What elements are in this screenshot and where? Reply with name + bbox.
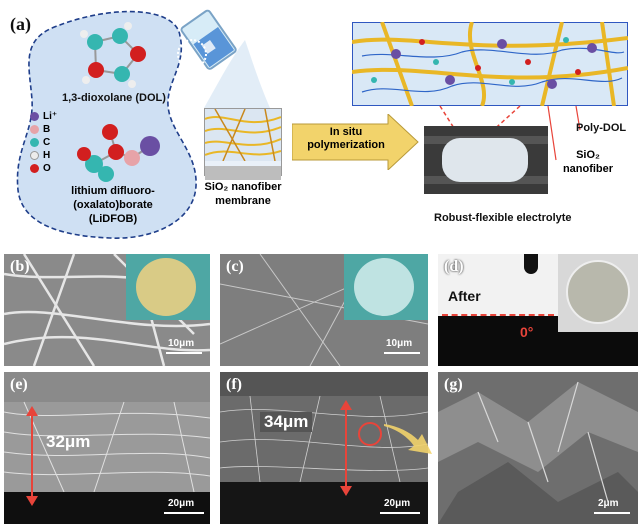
legend-b-label: B — [43, 124, 51, 135]
panel-c-inset — [344, 254, 428, 320]
panel-b-scalebar — [166, 352, 202, 354]
panel-e-letter: (e) — [10, 376, 28, 393]
panel-b-disc — [136, 258, 196, 316]
panel-c-letter: (c) — [226, 258, 244, 275]
panel-e: (e) 32μm 20μm — [4, 372, 210, 524]
panel-c: (c) 10μm — [220, 254, 428, 366]
polymer-network-illustration — [352, 22, 628, 106]
zoom-arrow-icon — [384, 424, 432, 454]
panel-b-inset — [126, 254, 210, 320]
legend-li-dot — [30, 112, 39, 121]
panel-d-droplet — [524, 254, 538, 274]
pour-stream — [204, 40, 270, 108]
panel-b-scale-label: 10μm — [168, 338, 195, 349]
legend-li: Li⁺ — [30, 110, 70, 123]
legend-h-label: H — [43, 150, 51, 161]
panel-g-letter: (g) — [444, 376, 463, 393]
panel-a: (a) 1,3-dioxolane (DOL) Li⁺ B C — [0, 0, 642, 250]
dol-molecule-icon — [80, 22, 146, 88]
panel-d-disc — [566, 260, 630, 324]
panel-d-after-label: After — [448, 288, 481, 304]
panel-c-scale-label: 10μm — [386, 338, 413, 349]
membrane-base — [205, 166, 281, 180]
lidfob-label: lithium difluoro- (oxalato)borate (LiDFO… — [71, 185, 155, 225]
legend-li-label: Li⁺ — [43, 111, 58, 122]
panel-d-contact-line — [442, 314, 554, 316]
panel-d-inset — [558, 254, 638, 332]
panel-f-scalebar — [380, 512, 420, 514]
panel-g-scalebar — [594, 512, 630, 514]
legend-b: B — [30, 123, 70, 136]
panel-f: (f) 34μm 20μm — [220, 372, 428, 524]
legend-o-dot — [30, 164, 39, 173]
panel-a-letter: (a) — [10, 14, 31, 34]
panel-g-scale-label: 2μm — [598, 498, 619, 509]
arrow-label: In situ polymerization — [307, 126, 385, 151]
electrolyte-film — [442, 138, 528, 182]
legend-h: H — [30, 149, 70, 162]
electrolyte-photo — [424, 126, 548, 194]
legend-h-dot — [30, 151, 39, 160]
legend-c-dot — [30, 138, 39, 147]
legend-c: C — [30, 136, 70, 149]
panel-c-scalebar — [384, 352, 420, 354]
panel-e-thickness-arrow-icon — [26, 406, 38, 506]
polydol-label: Poly-DOL — [576, 122, 627, 134]
legend-o: O — [30, 162, 70, 175]
panel-g: (g) 2μm — [438, 372, 638, 524]
panel-b: (b) 10μm — [4, 254, 210, 366]
legend-c-label: C — [43, 137, 51, 148]
panel-f-scale-label: 20μm — [384, 498, 411, 509]
atom-legend: Li⁺ B C H O — [30, 110, 70, 175]
legend-o-label: O — [43, 163, 51, 174]
panel-f-zoom-circle — [358, 422, 382, 446]
panel-c-disc — [354, 258, 414, 316]
panel-e-scale-label: 20μm — [168, 498, 195, 509]
membrane-fibers-icon — [204, 108, 282, 162]
lidfob-molecule-icon — [77, 124, 160, 182]
sio2-label: SiO₂ nanofiber — [562, 149, 614, 175]
electrolyte-label: Robust-flexible electrolyte — [434, 212, 572, 224]
dol-label: 1,3-dioxolane (DOL) — [62, 92, 166, 104]
panel-d-letter: (d) — [444, 258, 464, 275]
panel-f-thickness-label: 34μm — [260, 412, 313, 432]
panel-f-thickness-arrow-icon — [340, 400, 352, 496]
panel-f-cross-section — [220, 372, 428, 524]
legend-b-dot — [30, 125, 39, 134]
panel-g-surface — [438, 372, 638, 524]
panel-b-letter: (b) — [10, 258, 30, 275]
panel-e-cross-section — [4, 372, 210, 524]
polymerization-arrow-icon — [292, 114, 419, 170]
panel-d: (d) After 0° — [438, 254, 638, 366]
beaker-icon — [177, 9, 237, 70]
panel-f-letter: (f) — [226, 376, 242, 393]
membrane-label: SiO₂ nanofiber membrane — [204, 181, 282, 207]
panel-e-thickness-label: 32μm — [46, 432, 91, 451]
panel-d-angle-label: 0° — [520, 324, 534, 340]
panel-e-scalebar — [164, 512, 204, 514]
nanofiber-membrane — [204, 108, 282, 180]
